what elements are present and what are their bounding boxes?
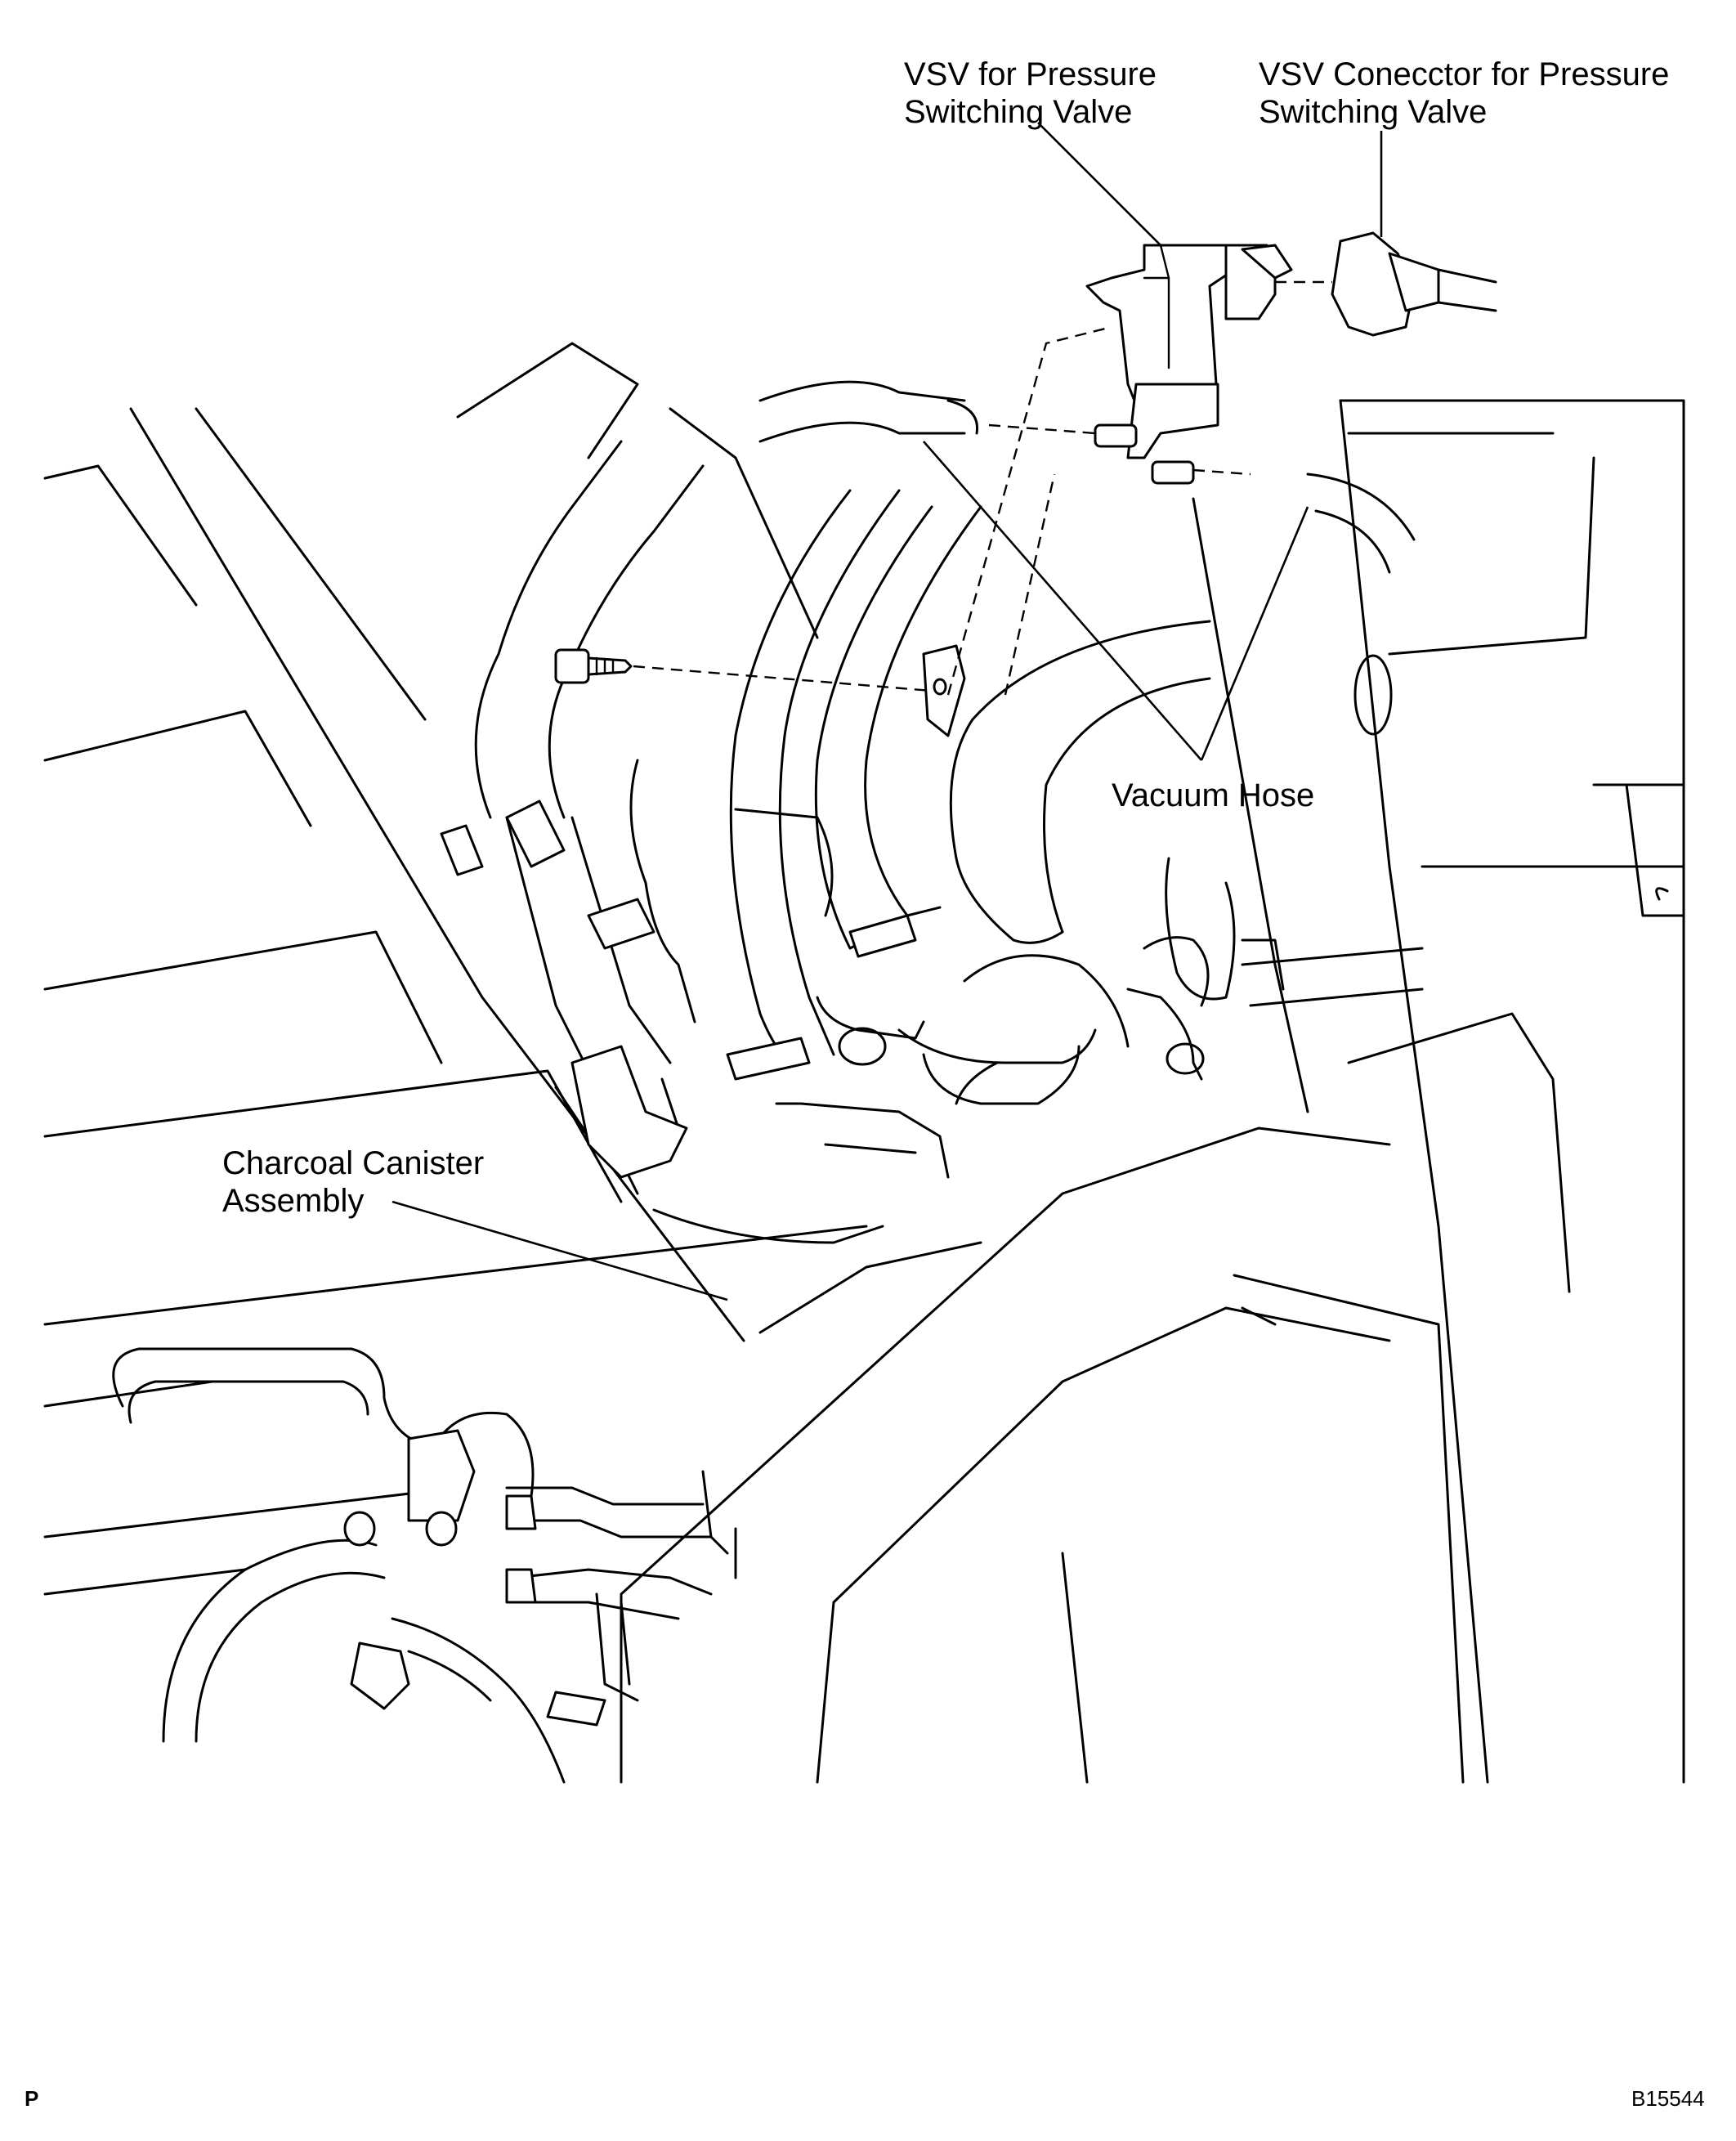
label-charcoal-canister-line1: Charcoal Canister (222, 1145, 485, 1181)
figure-code: B15544 (1631, 2086, 1705, 2111)
bracket (922, 644, 966, 737)
vsv-for-pressure-switching-valve (1085, 244, 1293, 485)
hoses (112, 380, 1424, 1784)
frame-lines (43, 342, 1685, 1784)
vsv-connector (1331, 231, 1497, 337)
leader-lines (391, 122, 1383, 1301)
label-charcoal-canister: Charcoal Canister Assembly (222, 1144, 484, 1220)
label-vsv-connector-line1: VSV Conecctor for Pressure (1259, 56, 1670, 92)
label-vsv-line2: Switching Valve (904, 94, 1133, 130)
alignment-dashes (633, 280, 1332, 696)
label-vacuum-hose-text: Vacuum Hose (1112, 777, 1315, 813)
label-vsv-line1: VSV for Pressure (904, 56, 1157, 92)
bolt (554, 648, 633, 684)
label-vsv-connector-line2: Switching Valve (1259, 94, 1488, 130)
footer-left-code: P (25, 2086, 39, 2111)
canister-body (343, 759, 1210, 1727)
label-vsv: VSV for Pressure Switching Valve (904, 56, 1157, 131)
label-vsv-connector: VSV Conecctor for Pressure Switching Val… (1259, 56, 1669, 131)
label-vacuum-hose: Vacuum Hose (1112, 777, 1314, 814)
label-charcoal-canister-line2: Assembly (222, 1183, 365, 1219)
